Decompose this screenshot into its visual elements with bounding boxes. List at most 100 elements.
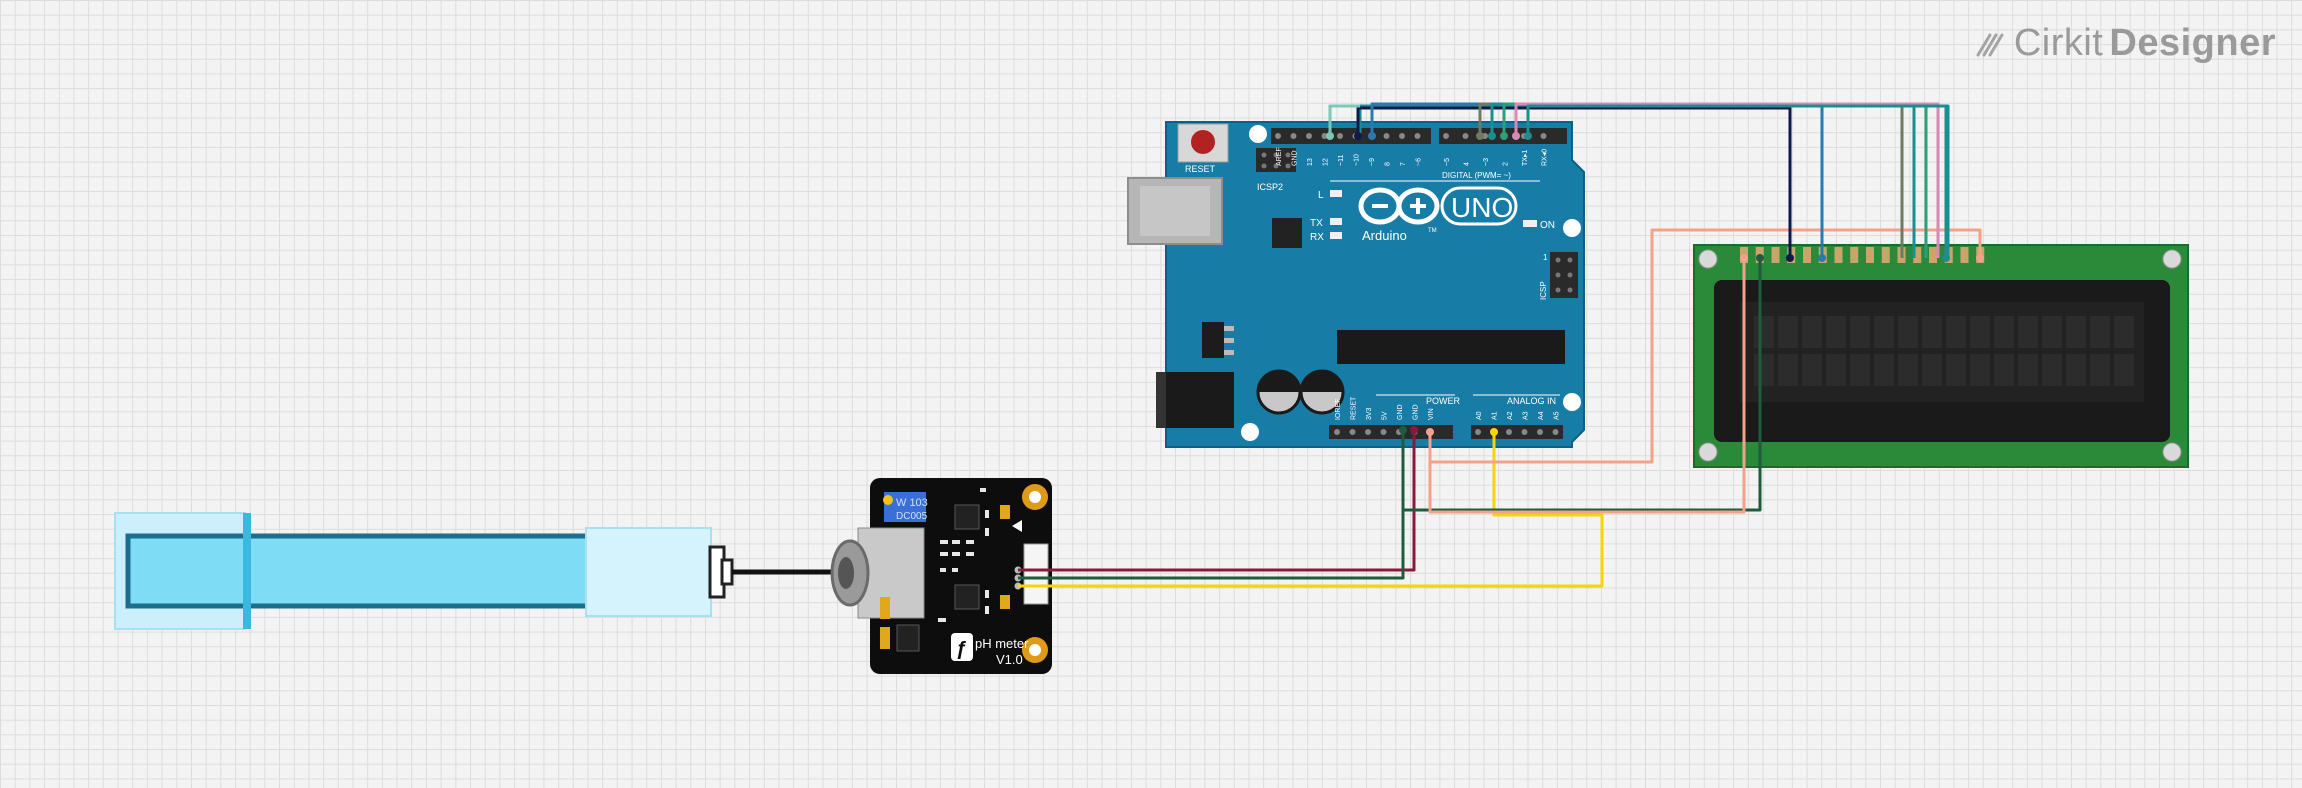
header-pin[interactable] xyxy=(1337,133,1343,139)
digital-label: DIGITAL (PWM= ~) xyxy=(1442,171,1511,180)
header-pin[interactable] xyxy=(1383,133,1390,139)
header-pin[interactable] xyxy=(1380,429,1387,435)
lcd-cell xyxy=(1922,316,1942,348)
probe-body xyxy=(125,533,593,609)
icsp-label: ICSP xyxy=(1539,281,1548,300)
led-l-label: L xyxy=(1318,190,1324,201)
wire-5v-to-lcd-vdd xyxy=(1428,258,1746,514)
led-l xyxy=(1330,190,1342,197)
top-pin-label: 12 xyxy=(1323,158,1330,166)
header-pin[interactable] xyxy=(1414,133,1421,139)
icsp-pin1-label: 1 xyxy=(1543,253,1548,262)
lcd-pin[interactable] xyxy=(1913,247,1922,263)
header-pin[interactable] xyxy=(1290,133,1297,139)
mount-hole xyxy=(1241,423,1259,441)
header-pin[interactable] xyxy=(1349,429,1356,435)
header-pin[interactable] xyxy=(1443,133,1449,139)
header-pin[interactable] xyxy=(1540,133,1547,139)
lcd-cell xyxy=(1874,316,1894,348)
lcd-pin[interactable] xyxy=(1960,247,1969,263)
arduino-board-body xyxy=(1165,121,1585,448)
header-power xyxy=(1329,425,1453,439)
lcd-character-cells xyxy=(1754,316,2134,386)
wire-signal-to-a1 xyxy=(1018,432,1604,588)
wire-pin2-to-lcd-d7 xyxy=(1514,102,1940,258)
led-tx-label: TX xyxy=(1310,218,1323,229)
lcd-pin[interactable] xyxy=(1881,247,1890,263)
atmega-chip xyxy=(1337,330,1565,364)
lcd-cell xyxy=(1898,316,1918,348)
analog-label: ANALOG IN xyxy=(1507,396,1556,406)
icsp2-label: ICSP2 xyxy=(1257,182,1283,192)
header-pin[interactable] xyxy=(1365,429,1371,435)
ph-probe[interactable] xyxy=(114,512,848,630)
header-pin[interactable] xyxy=(1552,429,1559,435)
header-pin[interactable] xyxy=(1306,133,1312,139)
analog-pin-label: A3 xyxy=(1523,411,1530,420)
mount-hole xyxy=(1249,125,1267,143)
dfrobot-logo-icon xyxy=(951,633,973,661)
header-pin[interactable] xyxy=(1275,133,1281,139)
header-pin[interactable] xyxy=(1475,429,1481,435)
power-pin-label: GND xyxy=(1413,404,1420,420)
led-tx xyxy=(1330,218,1342,225)
voltage-regulator xyxy=(1202,322,1224,358)
lcd-pin[interactable] xyxy=(1929,247,1937,263)
wire-gnd-to-gnd xyxy=(1018,428,1405,580)
lcd-cell xyxy=(2114,316,2134,348)
lcd-cell xyxy=(1850,354,1870,386)
lcd-pin[interactable] xyxy=(1850,247,1859,263)
header-pin[interactable] xyxy=(1399,133,1405,139)
top-pin-label: 4 xyxy=(1464,162,1471,166)
analog-pin-label: A0 xyxy=(1476,411,1483,420)
top-pin-label: ~3 xyxy=(1483,158,1490,166)
lcd-cell xyxy=(1946,316,1966,348)
led-rx xyxy=(1330,232,1342,239)
brand-name-light: Cirkit xyxy=(2013,22,2104,64)
header-pin[interactable] xyxy=(1462,133,1469,139)
lcd-pin[interactable] xyxy=(1866,247,1874,263)
header-pin[interactable] xyxy=(1537,429,1543,435)
header-pin[interactable] xyxy=(1321,133,1328,139)
top-pin-label: 7 xyxy=(1400,162,1407,166)
icsp-header xyxy=(1550,252,1578,298)
lcd-pin[interactable] xyxy=(1834,247,1843,263)
smd-components xyxy=(938,488,989,622)
lcd-cell xyxy=(1778,354,1798,386)
power-pin-label: RESET xyxy=(1351,396,1358,420)
analog-pin-label: A4 xyxy=(1538,411,1545,420)
lcd-screw xyxy=(1698,249,1718,269)
wire-gnd-to-lcd-rw xyxy=(1328,104,1360,136)
lcd-cell xyxy=(1874,354,1894,386)
header-pin[interactable] xyxy=(1506,429,1512,435)
trademark-label: TM xyxy=(1428,228,1437,234)
lcd-screw xyxy=(2162,442,2182,462)
power-pin-label: GND xyxy=(1397,404,1404,420)
power-pin-label: IOREF xyxy=(1335,399,1342,420)
ph-meter-board[interactable]: W 103 DC005 ƒ pH meter V1.0 xyxy=(830,478,1052,674)
lcd-cell xyxy=(1802,316,1822,348)
lcd-cell xyxy=(1994,354,2014,386)
lcd-cell xyxy=(2090,354,2110,386)
lcd-pin[interactable] xyxy=(1771,247,1780,263)
lcd-cell xyxy=(1778,316,1798,348)
header-pin[interactable] xyxy=(1334,429,1340,435)
top-pin-label: 8 xyxy=(1385,162,1392,166)
led-rx-label: RX xyxy=(1310,232,1324,243)
lcd-pin[interactable] xyxy=(1803,247,1811,263)
usb-chip xyxy=(1272,218,1302,248)
lcd-cell xyxy=(2018,354,2038,386)
lcd-cell xyxy=(1970,354,1990,386)
lcd-cell xyxy=(1946,354,1966,386)
lcd-16x2[interactable] xyxy=(1693,244,2189,468)
header-pin[interactable] xyxy=(1521,429,1528,435)
ph-board-title: pH meter xyxy=(975,636,1029,651)
ic-chip-2 xyxy=(954,584,980,610)
lcd-cell xyxy=(2042,354,2062,386)
lcd-cell xyxy=(2066,354,2086,386)
wires xyxy=(1018,102,1984,588)
cirkit-logo-icon xyxy=(1976,33,2004,56)
